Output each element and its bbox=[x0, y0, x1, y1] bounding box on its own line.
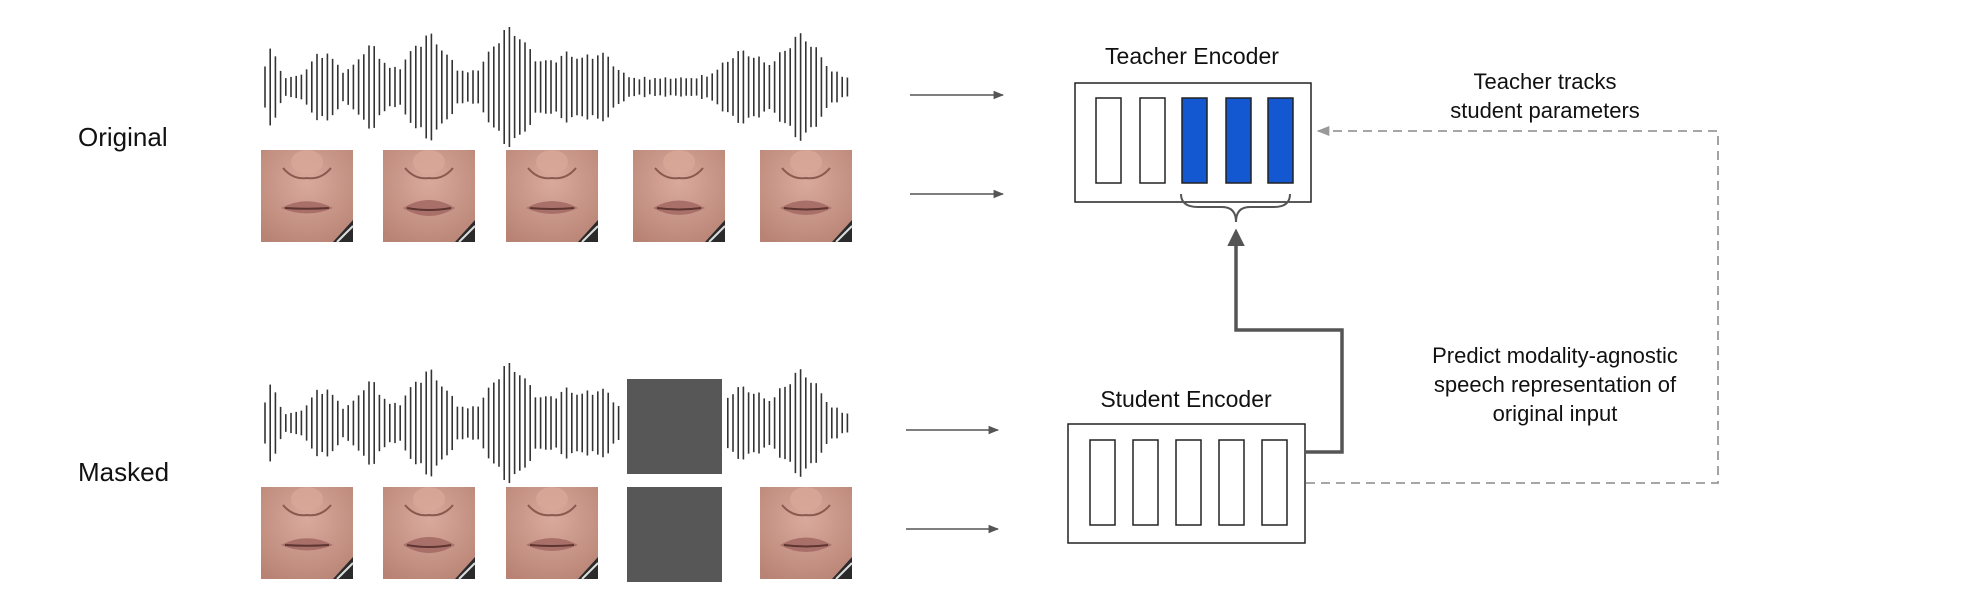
masked-audio-waveform bbox=[264, 363, 849, 483]
teacher-encoder-title: Teacher Encoder bbox=[1105, 43, 1279, 69]
student-block bbox=[1175, 439, 1202, 526]
lip-frame bbox=[760, 487, 853, 580]
masked-row-label: Masked bbox=[78, 457, 170, 487]
teacher-note-line-1: Teacher tracks bbox=[1473, 69, 1617, 94]
ema-update-arrow bbox=[1306, 125, 1719, 484]
teacher-block-group bbox=[1095, 97, 1294, 184]
teacher-block bbox=[1139, 97, 1166, 184]
lip-frame bbox=[506, 487, 599, 580]
lip-frame bbox=[760, 150, 853, 243]
video-mask-block bbox=[627, 487, 722, 582]
teacher-target-block bbox=[1181, 97, 1208, 184]
lip-frame bbox=[261, 487, 354, 580]
original-row-label: Original bbox=[78, 122, 168, 152]
masked-video-frames bbox=[261, 487, 853, 580]
teacher-note-line-2: student parameters bbox=[1450, 98, 1640, 123]
lip-frame bbox=[633, 150, 726, 243]
prediction-note: Predict modality-agnostic speech represe… bbox=[1390, 341, 1720, 428]
lip-frame bbox=[506, 150, 599, 243]
lip-frame bbox=[383, 487, 476, 580]
student-block bbox=[1261, 439, 1288, 526]
student-block bbox=[1218, 439, 1245, 526]
student-block bbox=[1132, 439, 1159, 526]
student-block-group bbox=[1089, 439, 1288, 526]
teacher-target-block bbox=[1267, 97, 1294, 184]
student-encoder-title: Student Encoder bbox=[1100, 386, 1272, 412]
original-audio-waveform bbox=[264, 27, 849, 147]
teacher-block bbox=[1095, 97, 1122, 184]
original-video-frames bbox=[261, 150, 853, 243]
prediction-note-line-2: speech representation of bbox=[1433, 372, 1677, 397]
audio-mask-block bbox=[627, 379, 722, 474]
target-brace bbox=[1180, 193, 1291, 223]
prediction-arrow bbox=[1227, 228, 1344, 454]
lip-frame bbox=[383, 150, 476, 243]
teacher-target-block bbox=[1225, 97, 1252, 184]
student-block bbox=[1089, 439, 1116, 526]
prediction-note-line-1: Predict modality-agnostic bbox=[1432, 343, 1678, 368]
prediction-note-line-3: original input bbox=[1492, 401, 1618, 426]
lip-frame bbox=[261, 150, 354, 243]
teacher-tracks-note: Teacher tracks student parameters bbox=[1400, 67, 1690, 125]
